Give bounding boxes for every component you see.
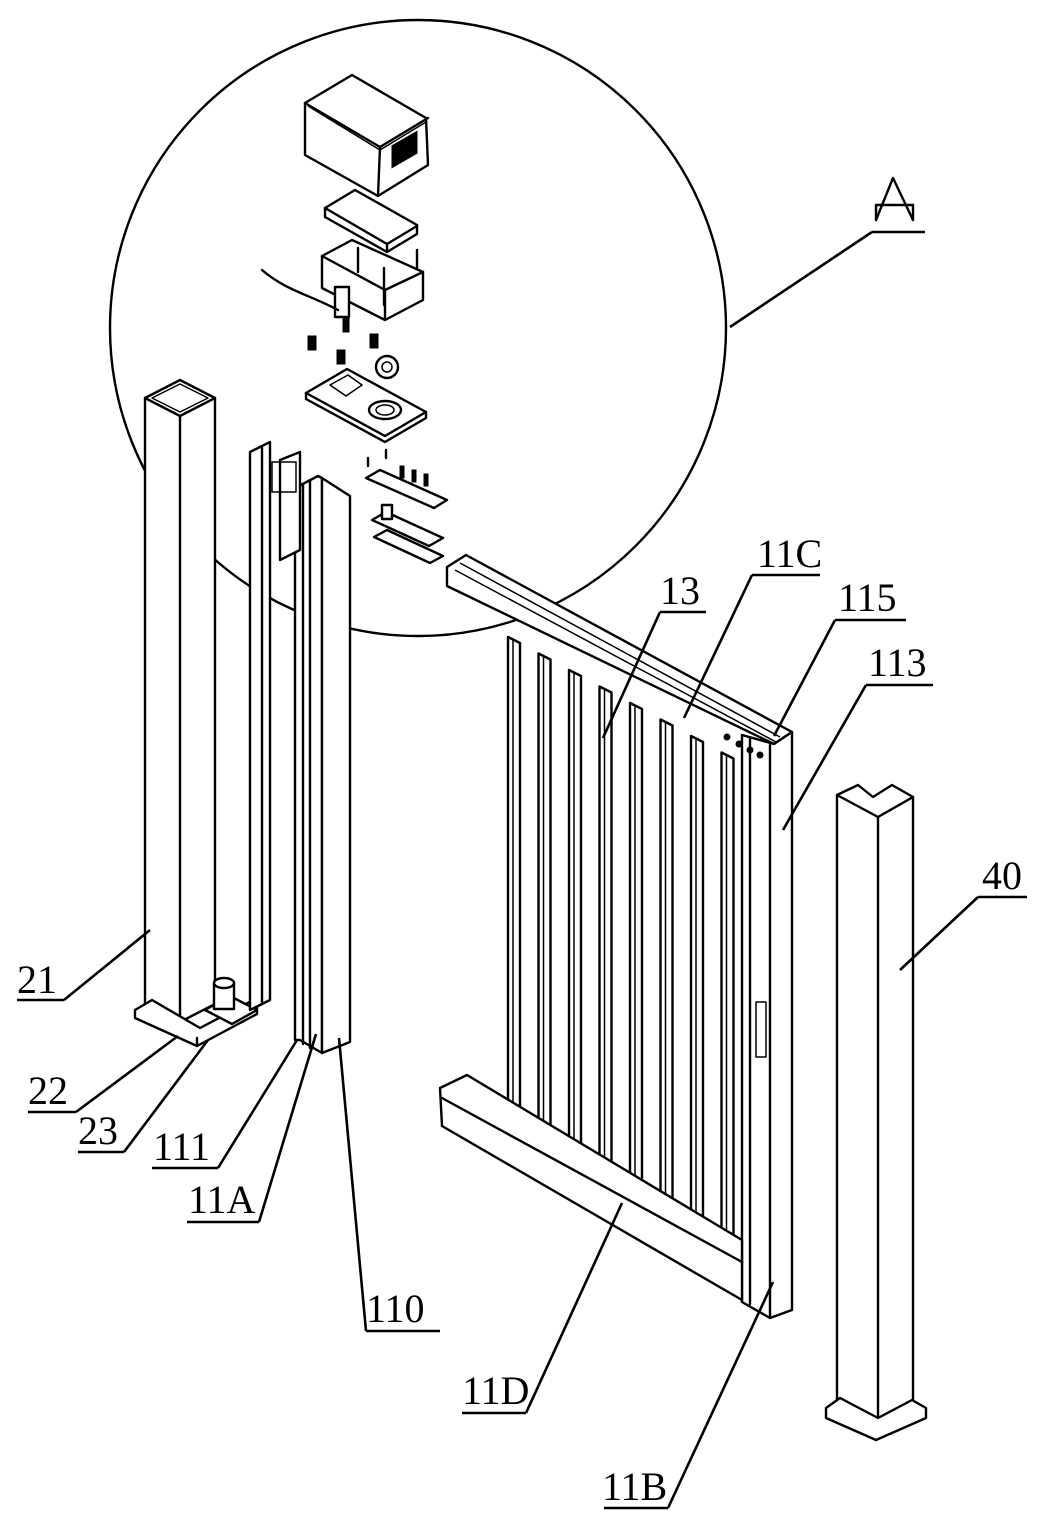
slat (628, 701, 644, 1199)
label-111: 111 (153, 1124, 210, 1169)
callout-11d: 11D (462, 1202, 624, 1415)
detail-marker-a: A (729, 176, 925, 329)
mounting-plate (304, 367, 428, 444)
callouts: 21 22 23 111 11A 110 (17, 531, 1027, 1510)
callout-113: 113 (781, 640, 933, 831)
gate-panel (438, 553, 794, 1320)
callout-110: 110 (337, 1037, 440, 1333)
callout-40: 40 (899, 853, 1027, 971)
detail-circle-a (108, 18, 728, 638)
slat (567, 668, 583, 1166)
label-113: 113 (868, 640, 927, 685)
label-22: 22 (28, 1068, 68, 1113)
bearing-seat-23 (203, 976, 259, 1026)
label-40: 40 (982, 853, 1022, 898)
controller-box (303, 73, 430, 198)
slat (506, 635, 522, 1133)
label-11a: 11A (188, 1177, 256, 1222)
label-110: 110 (366, 1286, 425, 1331)
label-23: 23 (78, 1108, 118, 1153)
circuit-board (323, 188, 419, 254)
slat (689, 734, 705, 1232)
post-21 (143, 378, 217, 1024)
label-11c: 11C (757, 531, 822, 576)
hinge-plates (364, 448, 449, 565)
label-21: 21 (17, 957, 57, 1002)
label-11d: 11D (462, 1368, 529, 1413)
callout-11b: 11B (602, 1281, 775, 1510)
channel-111 (293, 474, 324, 1055)
callout-21: 21 (17, 928, 151, 1002)
callout-13: 13 (601, 568, 706, 739)
callout-11c: 11C (682, 531, 822, 719)
screws (307, 333, 400, 380)
callout-111: 111 (152, 1039, 299, 1170)
slat (598, 685, 613, 1182)
slat (537, 652, 552, 1149)
slat (720, 751, 735, 1248)
post-40 (824, 783, 928, 1442)
label-11b: 11B (602, 1464, 667, 1509)
label-13: 13 (660, 568, 700, 613)
callout-22: 22 (28, 1034, 179, 1114)
callout-23: 23 (78, 1039, 210, 1154)
slat (659, 718, 674, 1215)
callout-115: 115 (772, 575, 906, 737)
channel-110 (271, 450, 352, 1055)
frame-11a (248, 440, 272, 1012)
label-115: 115 (838, 575, 897, 620)
callout-11a: 11A (187, 1033, 318, 1224)
motor-gearbox (260, 238, 425, 333)
slats-13 (506, 635, 735, 1248)
